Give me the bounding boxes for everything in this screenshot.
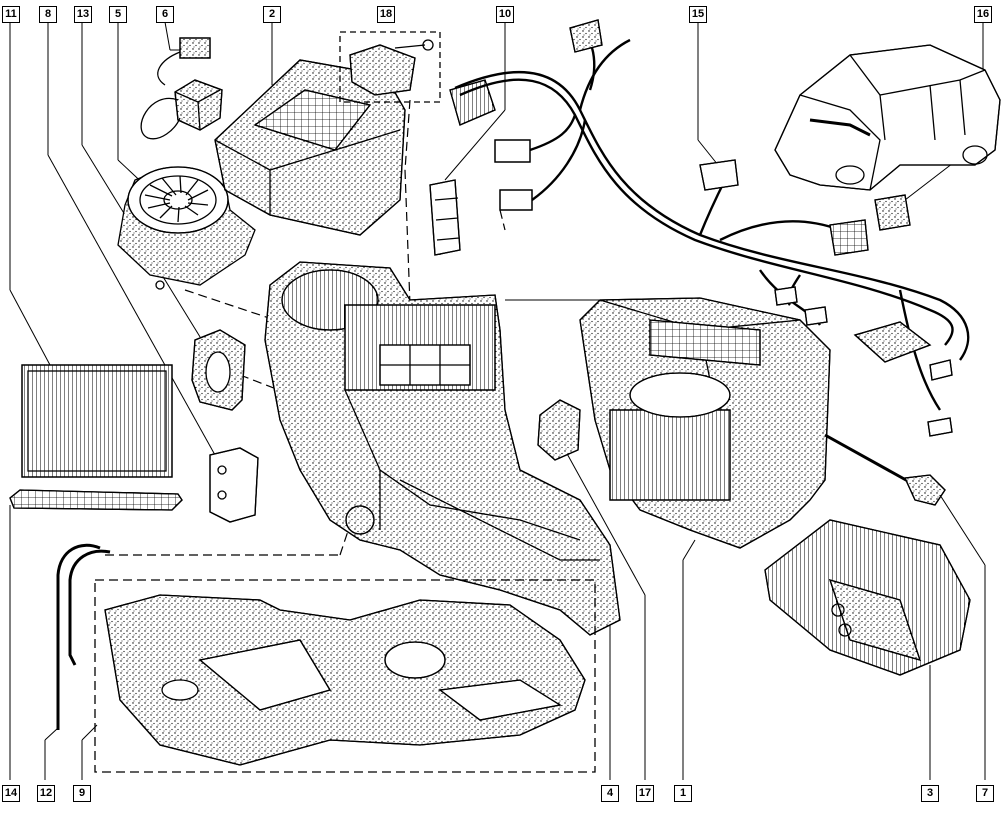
flap-motor bbox=[537, 399, 581, 461]
callout-17: 17 bbox=[636, 785, 654, 802]
cabin-pollen-filter bbox=[21, 364, 173, 478]
callout-3: 3 bbox=[921, 785, 939, 802]
filter-cover bbox=[9, 489, 183, 511]
callout-11: 11 bbox=[2, 6, 20, 23]
callout-7: 7 bbox=[976, 785, 994, 802]
callout-1: 1 bbox=[674, 785, 692, 802]
callout-15: 15 bbox=[689, 6, 707, 23]
callout-14: 14 bbox=[2, 785, 20, 802]
callout-10: 10 bbox=[496, 6, 514, 23]
pressure-switch-connector bbox=[339, 31, 441, 103]
distribution-housing bbox=[579, 297, 831, 549]
callout-8: 8 bbox=[39, 6, 57, 23]
air-intake-housing bbox=[214, 59, 406, 236]
callout-5: 5 bbox=[109, 6, 127, 23]
gasket-seal bbox=[191, 329, 246, 411]
blower-resistor bbox=[140, 37, 223, 140]
evaporator bbox=[764, 519, 971, 676]
callout-6: 6 bbox=[156, 6, 174, 23]
callout-2: 2 bbox=[263, 6, 281, 23]
main-hvac-housing bbox=[264, 261, 621, 636]
expansion-valve bbox=[209, 447, 259, 523]
temperature-sensor bbox=[824, 433, 946, 506]
callout-13: 13 bbox=[74, 6, 92, 23]
callout-4: 4 bbox=[601, 785, 619, 802]
callout-16: 16 bbox=[974, 6, 992, 23]
lower-housing-cover bbox=[94, 579, 596, 773]
drain-hose bbox=[56, 543, 111, 730]
blower-motor-fan bbox=[117, 166, 256, 290]
harness-plugs bbox=[569, 19, 953, 437]
callout-12: 12 bbox=[37, 785, 55, 802]
vehicle-silhouette bbox=[774, 44, 1001, 191]
callout-18: 18 bbox=[377, 6, 395, 23]
callout-9: 9 bbox=[73, 785, 91, 802]
electrical-connectors bbox=[429, 79, 533, 256]
